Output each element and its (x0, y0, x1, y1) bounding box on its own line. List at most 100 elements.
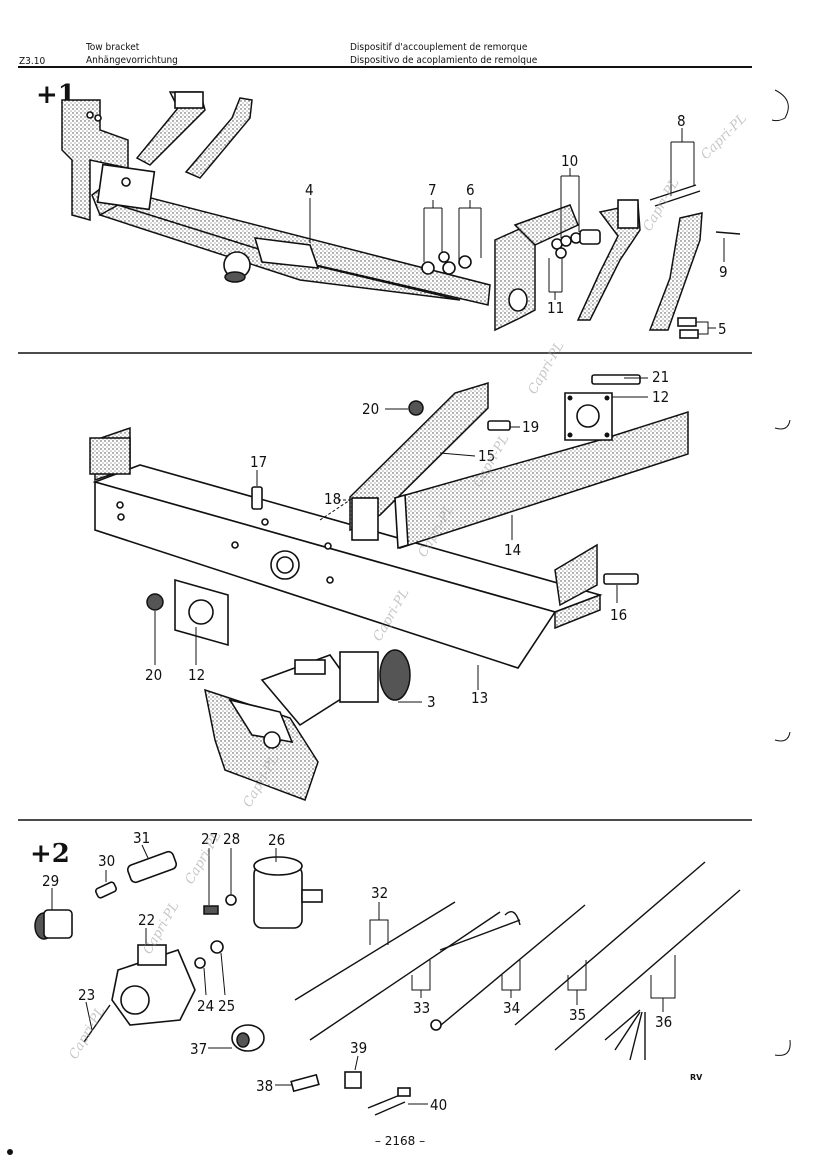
grommet-37 (231, 1024, 265, 1052)
title-spanish: Dispositivo de acoplamiento de remolque (350, 55, 538, 66)
callout-20-upper: 20 (362, 400, 379, 418)
title-english: Tow bracket (86, 42, 140, 53)
washer-28 (225, 894, 237, 906)
callout-37: 37 (190, 1040, 207, 1058)
title-french: Dispositif d'accouplement de remorque (350, 42, 528, 53)
bolts-5 (677, 317, 699, 339)
callout-13: 13 (471, 689, 488, 707)
callout-27: 27 (201, 830, 218, 848)
callout-8: 8 (677, 112, 686, 130)
nuts-washers-6-7 (421, 251, 472, 275)
page-number: – 2168 – (375, 1134, 425, 1148)
title-german: Anhängevorrichtung (86, 55, 178, 66)
bolt-16 (603, 573, 639, 585)
callout-40: 40 (430, 1096, 447, 1114)
watermark: Capri-PL (525, 339, 567, 397)
socket-29 (34, 909, 73, 940)
cable-35 (514, 861, 706, 1026)
nut-20-upper (408, 400, 424, 416)
punch-mark (771, 89, 789, 122)
tow-ball-socket-3 (204, 649, 411, 801)
callout-29: 29 (42, 872, 59, 890)
cable-32 (294, 901, 456, 1001)
bracket-plate-left (61, 99, 129, 221)
callout-3: 3 (427, 693, 436, 711)
side-bracket-right (648, 212, 703, 331)
screw-27 (203, 905, 219, 915)
callout-26: 26 (268, 831, 285, 849)
cable-36 (554, 889, 741, 1061)
callout-19: 19 (522, 418, 539, 436)
socket-housing-22 (111, 944, 196, 1026)
callout-17: 17 (250, 453, 267, 471)
callout-25: 25 (218, 997, 235, 1015)
crossmember-13 (89, 426, 603, 669)
callout-20-lower: 20 (145, 666, 162, 684)
callout-15: 15 (478, 447, 495, 465)
callout-14: 14 (504, 541, 521, 559)
punch-mark (774, 419, 791, 430)
bolt-19 (487, 420, 511, 431)
callout-10: 10 (561, 152, 578, 170)
callout-21: 21 (652, 368, 669, 386)
bolt-17 (251, 486, 263, 510)
leader-lines-section-1 (309, 128, 725, 335)
callout-36: 36 (655, 1013, 672, 1031)
nut-25 (210, 940, 224, 954)
punch-mark (774, 731, 791, 742)
callout-22: 22 (138, 911, 155, 929)
mount-plate-right (494, 204, 579, 332)
side-bracket-left (576, 199, 641, 321)
plate-12-lower (174, 578, 229, 647)
section-code: Z3.10 (19, 56, 46, 67)
callout-12-lower: 12 (188, 666, 205, 684)
washer-24 (194, 957, 206, 969)
callout-23: 23 (78, 986, 95, 1004)
plate-12-upper (564, 392, 613, 441)
callout-7: 7 (428, 181, 437, 199)
bolt-9 (715, 231, 741, 235)
callout-5: 5 (718, 320, 727, 338)
cable-40 (367, 1087, 411, 1116)
callout-4: 4 (305, 181, 314, 199)
callout-18: 18 (324, 490, 341, 508)
callout-38: 38 (256, 1077, 273, 1095)
strut-right (184, 97, 253, 179)
callout-9: 9 (719, 263, 728, 281)
callout-6: 6 (466, 181, 475, 199)
callout-34: 34 (503, 999, 520, 1017)
cable-34 (430, 904, 586, 1031)
margin-dot (7, 1149, 13, 1155)
callout-33: 33 (413, 999, 430, 1017)
screw-23 (83, 1004, 111, 1043)
callout-39: 39 (350, 1039, 367, 1057)
callout-11: 11 (547, 299, 564, 317)
callout-31: 31 (133, 829, 150, 847)
punch-mark (774, 1039, 791, 1056)
watermark: Capri-PL (698, 111, 750, 163)
callout-16: 16 (610, 606, 627, 624)
relay-26 (253, 856, 323, 929)
cable-33 (309, 911, 521, 1041)
callout-30: 30 (98, 852, 115, 870)
clip-39 (344, 1071, 362, 1089)
bolt-21 (591, 374, 641, 385)
brace-15 (349, 381, 489, 541)
connector-38 (290, 1073, 320, 1093)
callout-24: 24 (197, 997, 214, 1015)
callout-32: 32 (371, 884, 388, 902)
callout-35: 35 (569, 1006, 586, 1024)
watermark: Capri-PL (640, 176, 682, 234)
leader-lines-section-2 (154, 377, 648, 703)
watermark: Capri-PL (66, 1004, 108, 1062)
callout-12-upper: 12 (652, 388, 669, 406)
bolts-8 (649, 184, 701, 207)
spacer-set-10-11 (551, 229, 601, 259)
strut-left (135, 91, 206, 166)
callout-28: 28 (223, 830, 240, 848)
nut-20-lower (146, 593, 164, 611)
leader-lines-section-3 (51, 844, 676, 1105)
cross-tube-4 (91, 163, 491, 306)
group-marker-2: +2 (30, 839, 70, 869)
